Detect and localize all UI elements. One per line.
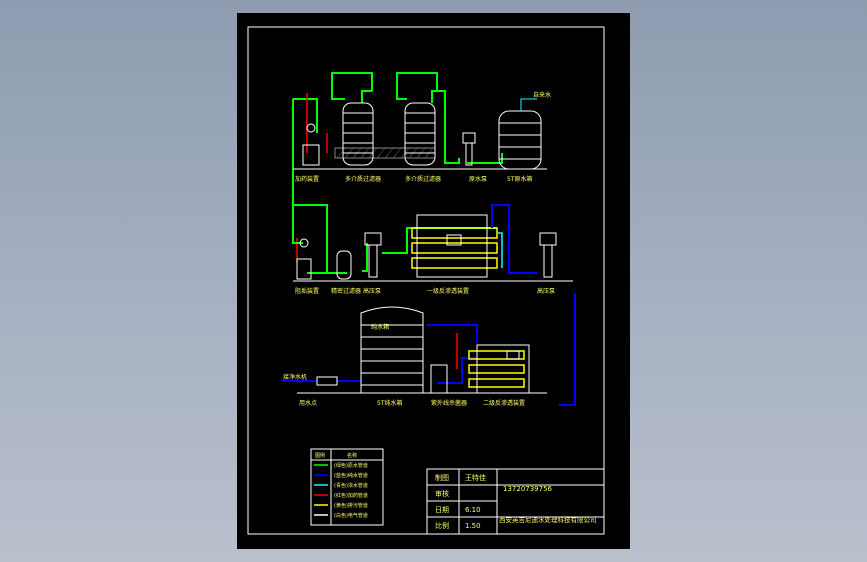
title-date-value: 6.10	[465, 506, 481, 514]
label-hp-pump-2: 高压泵	[537, 287, 555, 295]
legend-item-label: (黄色)排污管道	[334, 502, 368, 509]
title-scale-value: 1.50	[465, 522, 481, 530]
label-sand-filter: 多介质过滤器	[405, 175, 441, 183]
title-date-label: 日期	[435, 506, 449, 514]
legend-item-label: (绿色)原水管道	[334, 462, 368, 469]
label-outlet: 接净水机	[283, 373, 307, 381]
label-pump-raw: 原水泵	[469, 175, 487, 183]
legend-header-symbol: 图例	[315, 452, 325, 459]
label-precision-filter: 精密过滤器	[331, 287, 361, 295]
label-tank-inner: 纯水箱	[371, 323, 389, 331]
title-scale-label: 比例	[435, 521, 449, 530]
legend-item-label: (红色)加药管道	[334, 492, 368, 499]
label-source-water: 自来水	[533, 91, 551, 99]
title-draw-value: 王特佳	[465, 473, 486, 482]
label-ro-2: 二级反渗透装置	[483, 399, 525, 407]
label-carbon-filter: 多介质过滤器	[345, 175, 381, 183]
title-company: 西安英吉尼迪水处理科技有限公司	[499, 515, 597, 524]
legend-item-label: (白色)电气管道	[334, 512, 368, 519]
label-tank-raw: 5T原水箱	[507, 175, 532, 183]
drawing-sheet: 自来水 5T原水箱 原水泵 多介质过滤器 多介质过滤器 加药装置 阻垢装置	[237, 13, 630, 549]
legend-item-label: (青色)浓水管道	[334, 482, 368, 489]
title-phone: 13720739756	[503, 485, 553, 493]
title-block	[426, 468, 605, 535]
title-check-label: 审核	[435, 489, 449, 498]
label-dosing-1: 加药装置	[295, 175, 319, 183]
label-ro-1: 一级反渗透装置	[427, 287, 469, 295]
title-draw-label: 制图	[435, 473, 449, 482]
label-uv: 紫外线杀菌器	[431, 399, 467, 407]
label-hp-pump-1: 高压泵	[363, 287, 381, 295]
legend-table: 图例 名称 (绿色)原水管道 (蓝色)纯水管道 (青色)浓水管道 (红色)加药管道 (黄…	[310, 448, 384, 526]
label-tank-pure: 5T纯水箱	[377, 399, 402, 407]
legend-header-name: 名称	[347, 452, 357, 459]
process-diagram: 自来水 5T原水箱 原水泵 多介质过滤器 多介质过滤器 加药装置 阻垢装置	[247, 26, 605, 535]
legend-item-label: (蓝色)纯水管道	[334, 472, 368, 479]
label-point-of-use: 用水点	[299, 399, 317, 407]
label-dosing-2: 阻垢装置	[295, 287, 319, 295]
